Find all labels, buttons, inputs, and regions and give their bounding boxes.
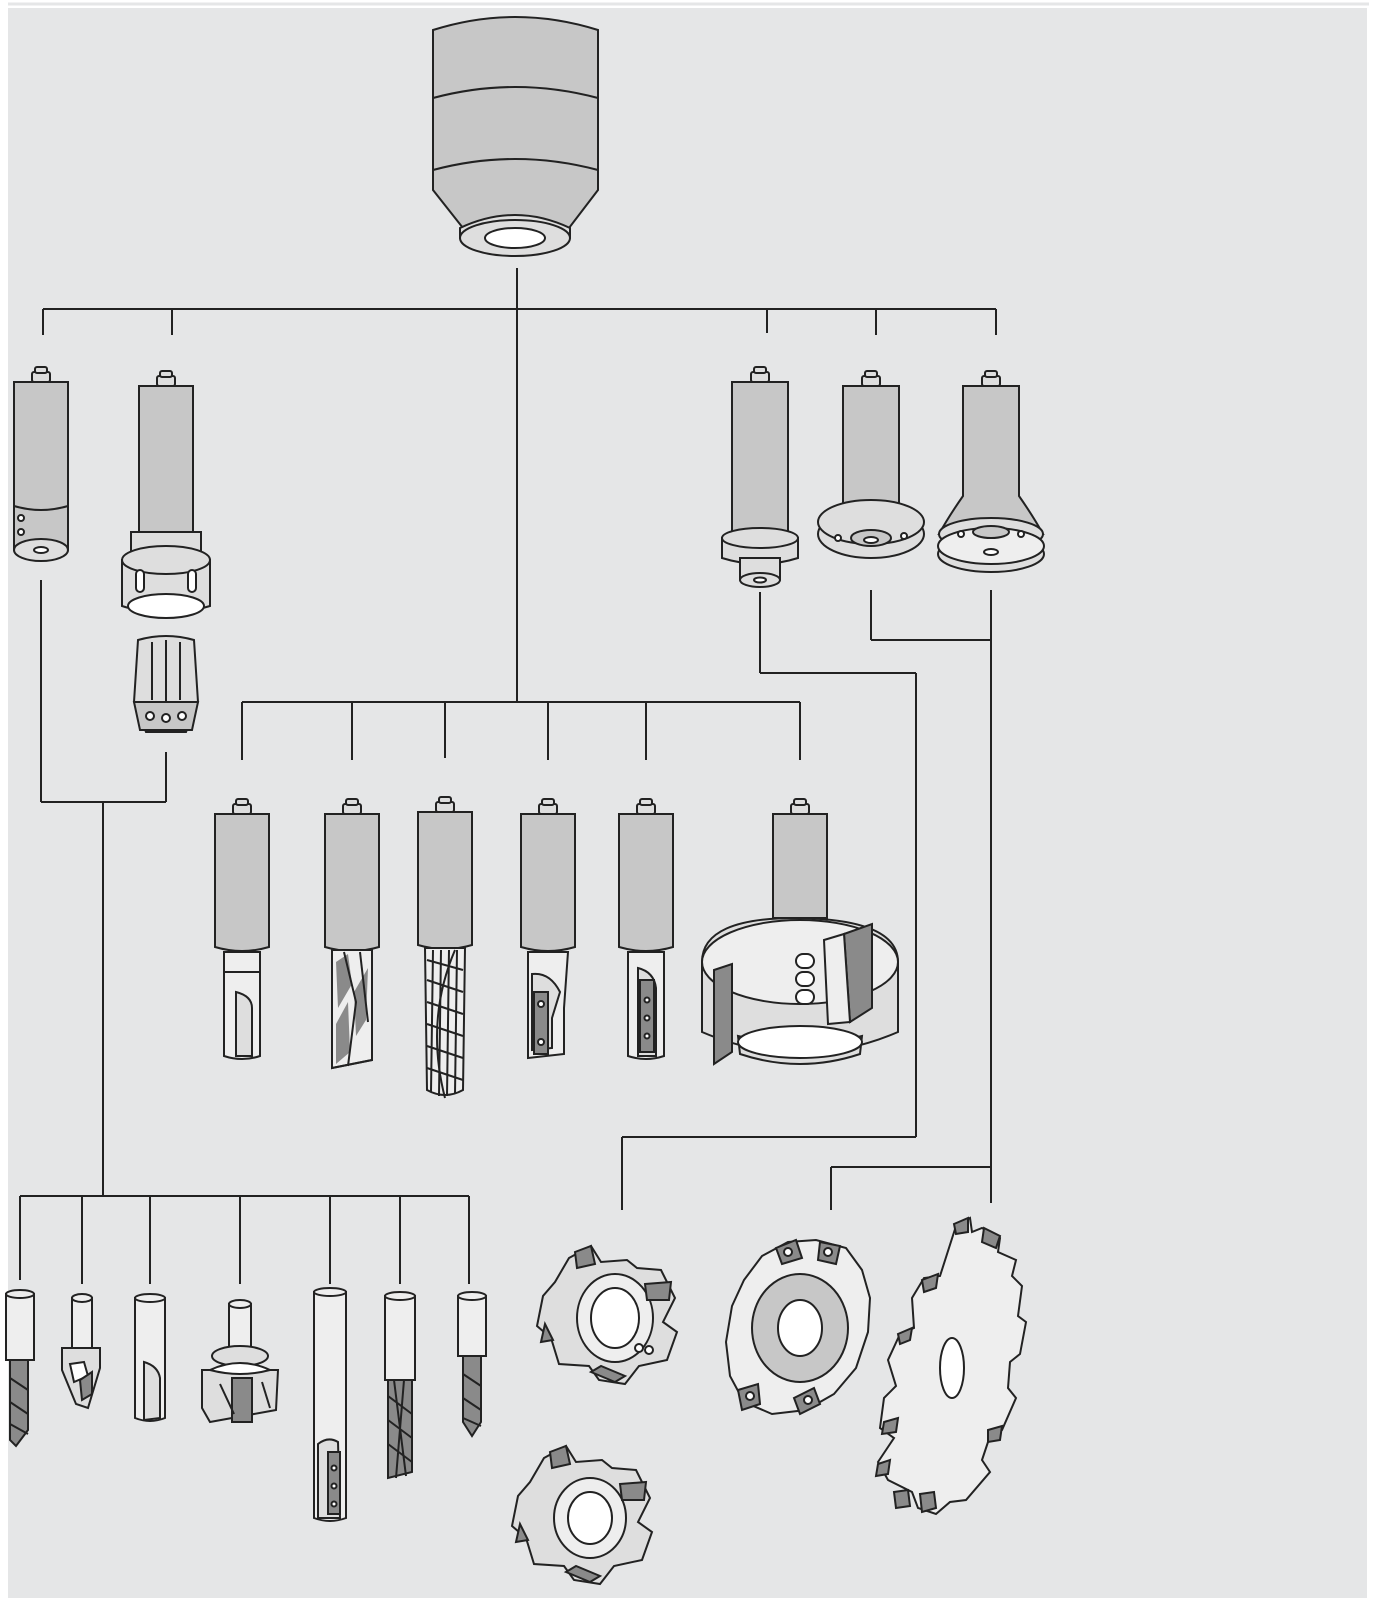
collet-icon: [134, 636, 198, 732]
spiral-router-bit-icon: [325, 799, 379, 1068]
shank-adapter-icon: [14, 367, 68, 561]
arbor-small-icon: [722, 367, 798, 587]
long-insert-bit-icon: [314, 1288, 346, 1521]
insert-router-bit-icon: [215, 799, 269, 1059]
drill-bit-icon-2: [458, 1292, 486, 1436]
straight-router-bit-icon: [619, 799, 673, 1059]
roughing-router-bit-icon: [418, 797, 472, 1098]
straight-bit-icon: [135, 1294, 165, 1421]
spiral-bit-icon: [385, 1292, 415, 1478]
panel-background: [8, 8, 1367, 1598]
spindle-nose-icon: [433, 17, 598, 256]
